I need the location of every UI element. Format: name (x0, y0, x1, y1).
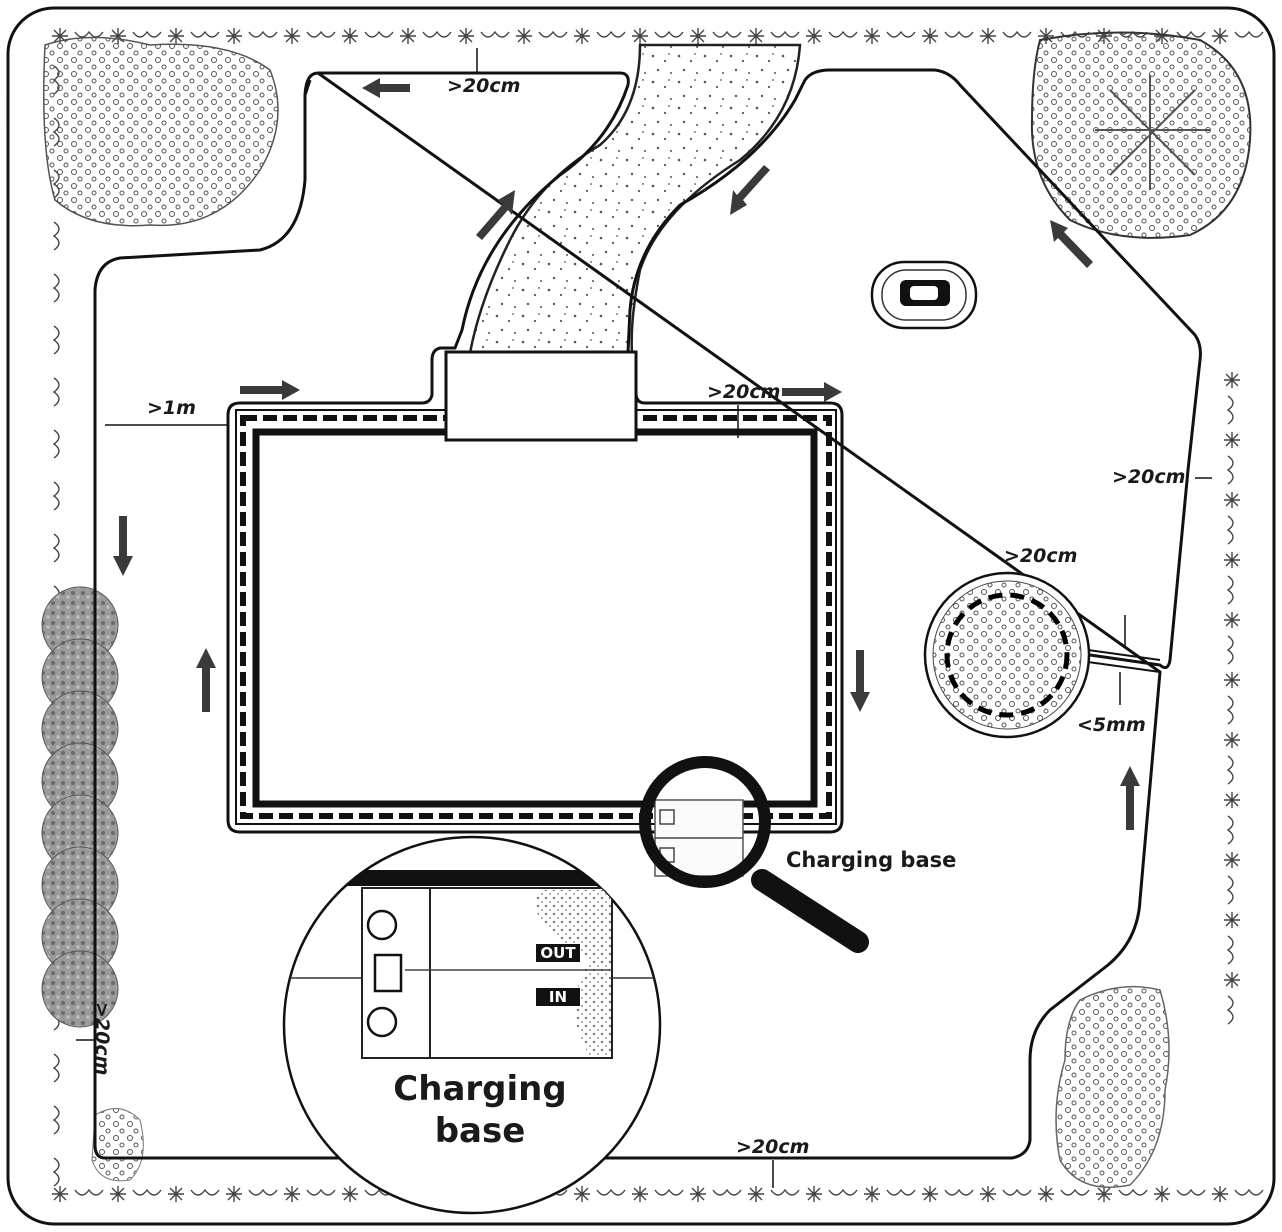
dim-tree-gap: >20cm (1004, 545, 1077, 567)
dim-left-gap: >20cm (91, 1002, 113, 1075)
dim-right-gap: >20cm (1112, 466, 1185, 488)
tree-bed-fill (932, 580, 1082, 730)
in-tag: IN (549, 988, 567, 1006)
tree-top-right (1030, 31, 1252, 239)
tree-branches (1095, 75, 1210, 190)
hedge-left (41, 586, 119, 1028)
tree-bed-wire (944, 592, 1070, 718)
dim-wire-gap: <5mm (1077, 714, 1146, 736)
dim-top-gap: >20cm (447, 75, 520, 97)
out-tag: OUT (540, 944, 576, 962)
robot-mower-icon (870, 260, 978, 330)
dim-bottom-gap: >20cm (736, 1136, 809, 1158)
pool-water (252, 428, 818, 808)
shrub-top-left (43, 36, 279, 227)
shrub-bottom-right (1055, 985, 1170, 1188)
shrub-bottom-left (91, 1108, 144, 1182)
charging-base-zoom (282, 835, 662, 1215)
path-entry-block (444, 350, 638, 442)
charging-base-label: Charging base (786, 848, 956, 872)
dimension-markers (76, 48, 1212, 1188)
wire-direction-arrows (113, 78, 1140, 830)
wire-pair (1087, 649, 1161, 673)
dim-lawn-width: >1m (147, 397, 196, 419)
magnifier-icon (639, 756, 869, 953)
boundary-wire (93, 68, 1202, 1160)
dim-pool-gap: >20cm (707, 381, 780, 403)
